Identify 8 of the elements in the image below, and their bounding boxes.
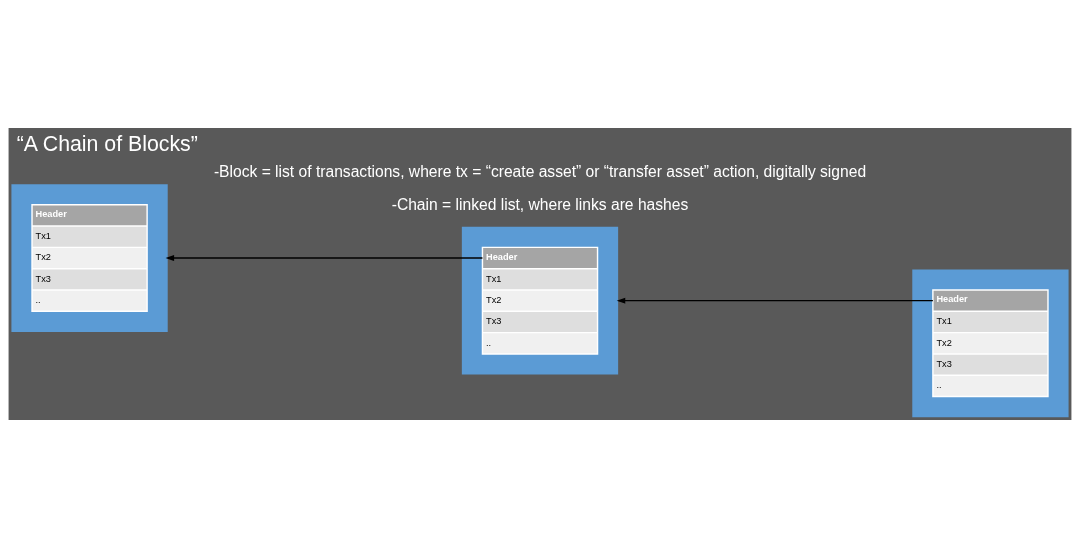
- node-box: Header Tx1 Tx2 Tx3 ..: [11, 184, 168, 332]
- node-box: Header Tx1 Tx2 Tx3 ..: [912, 269, 1069, 418]
- arrow: [616, 297, 934, 304]
- node-box: Header Tx1 Tx2 Tx3 ..: [461, 226, 619, 375]
- label: -Block = list of transactions, where tx = “create asset” or “transfer asset” action, digitally signed: [213, 162, 867, 180]
- diagram-title: “A Chain of Blocks”: [16, 131, 198, 156]
- arrow: [165, 255, 484, 261]
- label: -Chain = linked list, where links are hashes: [391, 196, 689, 214]
